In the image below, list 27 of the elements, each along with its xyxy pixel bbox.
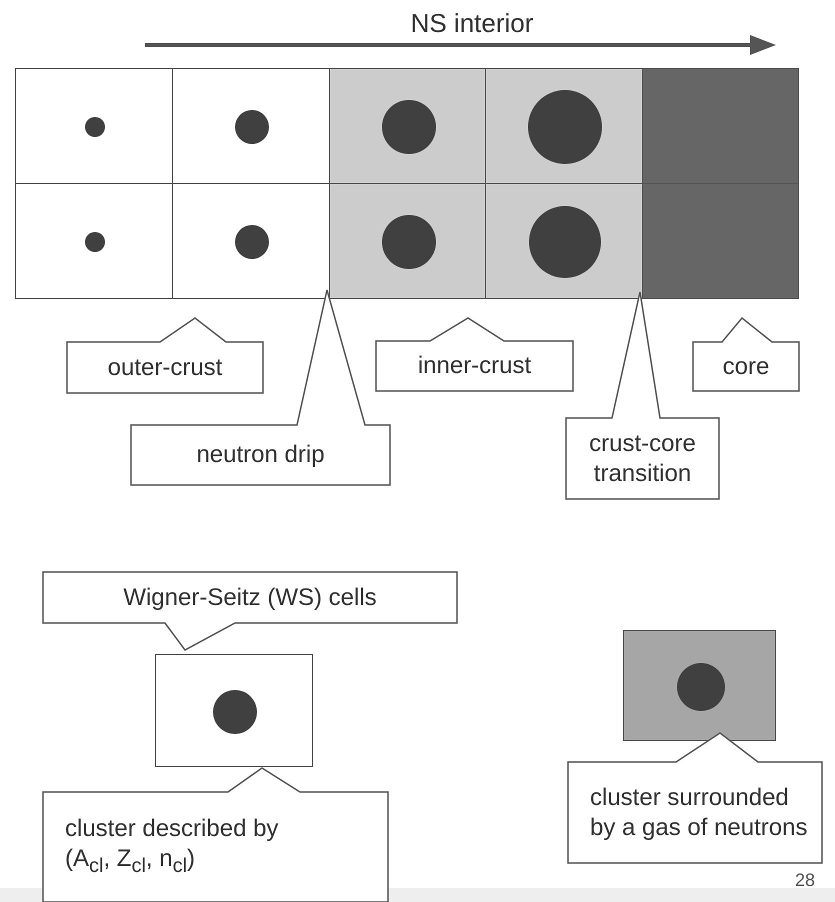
callout-text: core xyxy=(722,352,770,382)
cell-box xyxy=(329,68,486,184)
cluster-dot xyxy=(382,215,436,269)
cluster-dot xyxy=(235,225,269,259)
cluster-dot xyxy=(235,110,269,144)
cell-box xyxy=(15,183,173,299)
axis-label: NS interior xyxy=(410,8,534,39)
cluster-dot xyxy=(85,232,105,252)
callout-text: Wigner-Seitz (WS) cells xyxy=(123,582,377,612)
cell-box xyxy=(623,630,776,741)
cluster-dot xyxy=(213,690,257,734)
callout-text: crust-core transition xyxy=(588,428,697,488)
cell-box xyxy=(155,654,313,767)
cell-box xyxy=(642,183,799,299)
callout-text: cluster surrounded by a gas of neutrons xyxy=(590,782,808,842)
cell-box xyxy=(485,183,643,299)
cluster-dot xyxy=(85,117,105,137)
callout-text: inner-crust xyxy=(418,351,532,381)
cell-box xyxy=(642,68,799,184)
callout-text: outer-crust xyxy=(108,352,222,382)
cell-box xyxy=(329,183,486,299)
callout-text: cluster described by (A$_{cl}$, Z$_{cl}$, n$_{cl}$) xyxy=(65,814,280,878)
cell-box xyxy=(485,68,643,184)
callout-text: neutron drip xyxy=(196,440,325,470)
cluster-dot xyxy=(382,100,436,154)
cell-box xyxy=(15,68,173,184)
page-number: 28 xyxy=(794,870,815,891)
